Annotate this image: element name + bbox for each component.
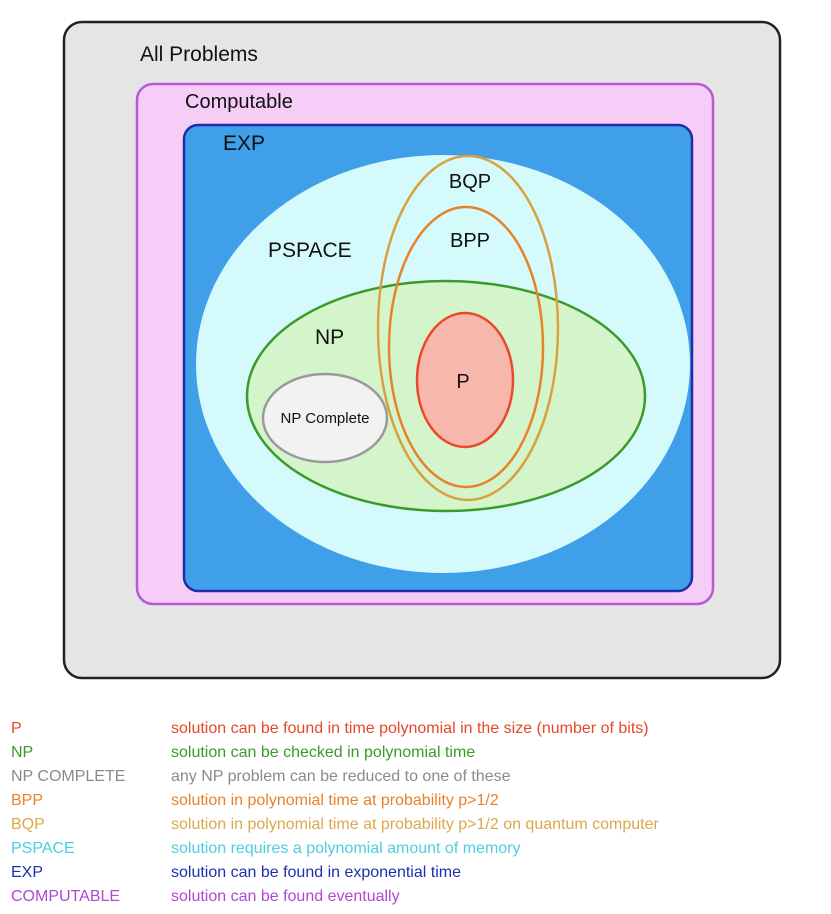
legend-description: solution in polynomial time at probabili…	[171, 792, 499, 809]
legend-term: PSPACE	[11, 840, 75, 857]
legend-term: BQP	[11, 816, 45, 833]
label-bpp: BPP	[450, 230, 490, 252]
legend-term: EXP	[11, 864, 44, 881]
region-p	[415, 311, 515, 449]
complexity-classes-diagram: All Problems Computable EXP PSPACE NP NP…	[62, 20, 782, 680]
legend-description: solution can be found in exponential tim…	[171, 864, 461, 881]
legend-description: solution in polynomial time at probabili…	[171, 816, 659, 833]
label-all-problems: All Problems	[140, 43, 258, 66]
label-bqp: BQP	[449, 171, 491, 193]
legend-description: solution requires a polynomial amount of…	[171, 840, 521, 857]
legend-description: solution can be checked in polynomial ti…	[171, 744, 476, 761]
legend-row: COMPUTABLE solution can be found eventual…	[11, 885, 659, 909]
legend-term: NP COMPLETE	[11, 768, 126, 785]
legend-description: solution can be found in time polynomial…	[171, 720, 649, 737]
legend-term: COMPUTABLE	[11, 888, 121, 905]
legend-row: BQP solution in polynomial time at probab…	[11, 813, 659, 837]
legend-row: NP solution can be checked in polynomial …	[11, 741, 659, 765]
legend-term: BPP	[11, 792, 44, 809]
legend-description: solution can be found eventually	[171, 888, 400, 905]
label-np-complete: NP Complete	[281, 410, 370, 427]
legend-row: NP COMPLETE any NP problem can be reduced…	[11, 765, 659, 789]
region-np-complete	[261, 372, 389, 464]
label-p: P	[456, 371, 469, 393]
label-pspace: PSPACE	[268, 239, 352, 262]
label-computable: Computable	[185, 91, 293, 113]
legend-row: BPP solution in polynomial time at probab…	[11, 789, 659, 813]
legend-term: NP	[11, 744, 34, 761]
label-np: NP	[315, 326, 344, 349]
legend-row: EXP solution can be found in exponential …	[11, 861, 659, 885]
region-bpp	[387, 205, 545, 489]
legend-row: PSPACE solution requires a polynomial amo…	[11, 837, 659, 861]
region-bqp	[376, 154, 560, 502]
legend-description: any NP problem can be reduced to one of …	[171, 768, 511, 785]
label-exp: EXP	[223, 132, 265, 155]
legend-term: P	[11, 720, 22, 737]
